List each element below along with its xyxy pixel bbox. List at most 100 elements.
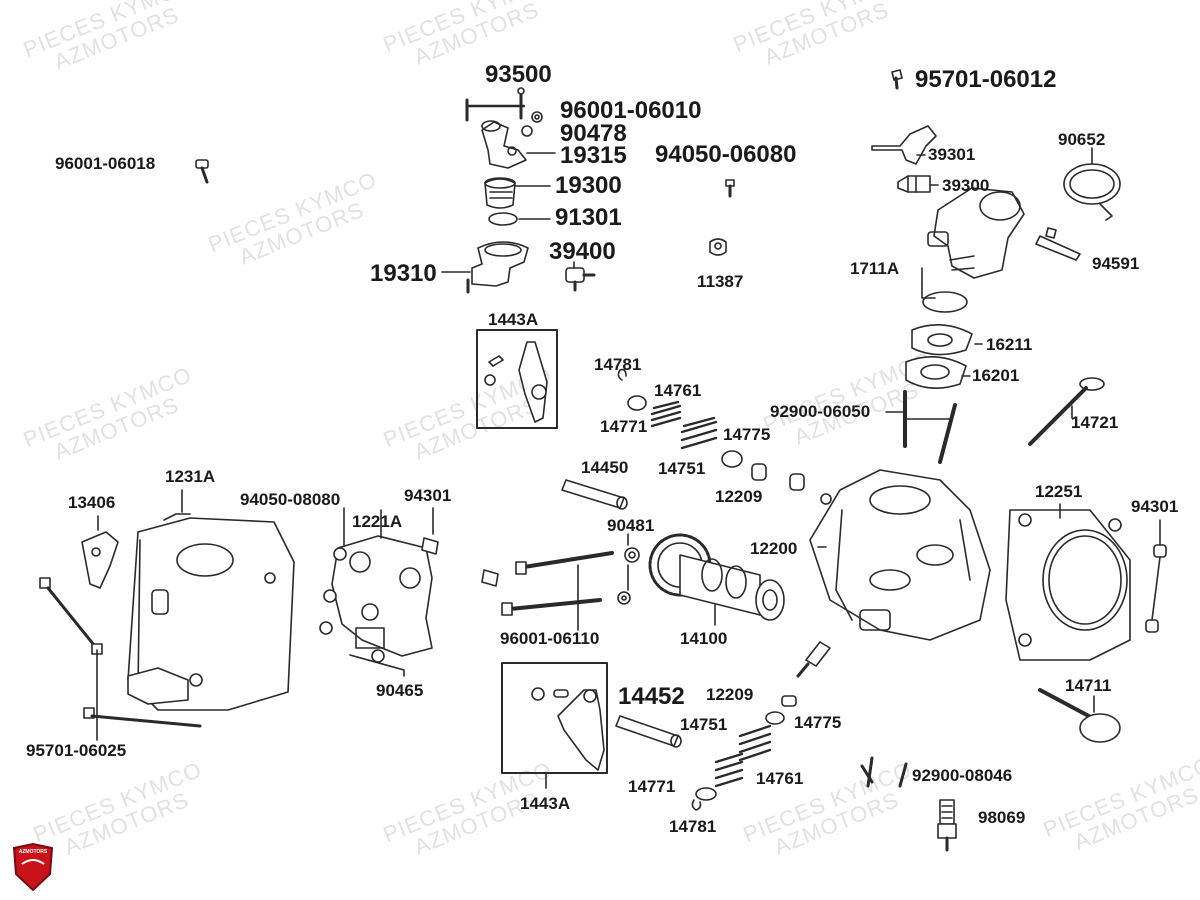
label-92900-08046: 92900-08046 [912,766,1013,785]
label-1711A: 1711A [850,259,900,278]
label-1443A-bottom: 1443A [520,794,571,813]
label-14751-bottom: 14751 [680,715,728,734]
label-14771-bottom: 14771 [628,777,676,796]
label-91301: 91301 [555,204,622,231]
camshaft-14100 [648,533,785,621]
logo-text: AZMOTORS [18,849,48,855]
nut-96001-06010 [531,111,543,123]
label-12209-top: 12209 [715,487,763,506]
label-95701-06012: 95701-06012 [915,66,1057,93]
valve-guide-bottom [796,641,831,678]
label-16211: 16211 [986,335,1033,354]
valve-14721 [1028,377,1105,446]
label-93500: 93500 [485,61,552,88]
label-14761-bottom: 14761 [756,769,804,788]
bolts-96001-06110 [501,551,614,616]
label-14450: 14450 [581,458,629,477]
bracket-13406 [81,531,119,589]
thermostat-housing-19310 [466,241,529,294]
oring-90478 [521,125,533,137]
washer-90481 [617,547,640,605]
head-cover-1231A [127,517,295,711]
label-13406: 13406 [68,493,116,512]
clamp-90652 [1063,163,1121,221]
label-14775-top: 14775 [723,425,771,444]
label-19300: 19300 [555,172,622,199]
label-1221A: 1221A [352,512,403,531]
label-19315: 19315 [560,142,627,169]
label-16201: 16201 [972,366,1020,385]
label-94050-06080: 94050-06080 [655,141,797,168]
label-94591: 94591 [1092,254,1140,273]
label-90478: 90478 [560,120,627,147]
label-12251: 12251 [1035,482,1083,501]
clip-11387 [709,238,727,256]
rocker-shaft-14450 [561,479,628,510]
label-1443A-top: 1443A [488,310,539,329]
studs-92900-08046 [860,756,908,788]
studs-92900-06050 [885,390,957,464]
head-gasket-12251 [1005,509,1131,661]
valve-14711 [1038,688,1121,743]
label-14781-top: 14781 [594,355,642,374]
label-94050-08080: 94050-08080 [240,490,341,509]
label-12200: 12200 [750,539,798,558]
bolt-93500 [465,87,526,122]
label-14721: 14721 [1071,413,1119,432]
dowels-94301-left [421,537,499,587]
label-39400: 39400 [549,238,616,265]
label-14751-top: 14751 [658,459,706,478]
label-14711: 14711 [1065,676,1112,695]
cylinder-head-12200 [809,469,991,641]
label-95701-06025: 95701-06025 [26,741,127,760]
injector-39300 [897,175,931,193]
label-94301-left: 94301 [404,486,452,505]
label-96001-06110: 96001-06110 [500,629,600,648]
label-39300: 39300 [942,176,990,195]
bolt-96001-06018 [195,159,209,184]
label-90465: 90465 [376,681,424,700]
label-39301: 39301 [928,145,976,164]
gasket-16211 [911,324,973,356]
label-14781-bottom: 14781 [669,817,717,836]
label-12209-bottom: 12209 [706,685,754,704]
label-14100: 14100 [680,629,728,648]
nuts-94050-08080 [319,547,385,663]
rocker-arm-1443A-bottom [531,687,605,771]
intake-manifold-1711A [922,187,1025,313]
thermostat-19300 [484,177,516,209]
label-92900-06050: 92900-06050 [770,402,871,421]
gasket-91301 [488,212,518,226]
label-90481: 90481 [607,516,655,535]
rocker-shaft-14452 [615,715,682,748]
label-14452: 14452 [618,683,685,710]
azmotors-logo [12,842,54,892]
spark-plug-98069 [937,799,957,852]
label-94301-right: 94301 [1131,497,1179,516]
cam-holder-1221A [331,535,433,657]
valve-parts-top [617,368,832,505]
label-96001-06018: 96001-06018 [55,154,156,173]
sensor-39400 [565,267,596,292]
valve-parts-bottom [691,695,797,811]
dowels-94301-right [1145,519,1167,633]
clip-94591 [1035,227,1081,261]
label-14771-top: 14771 [600,417,648,436]
rocker-arm-1443A-top [484,341,548,423]
label-90652: 90652 [1058,130,1106,149]
thermostat-cover-19315 [481,120,527,169]
bolt-94050-06080 [725,179,735,198]
label-1231A: 1231A [165,467,216,486]
label-19310: 19310 [370,260,437,287]
insulator-16201 [905,356,967,389]
label-98069: 98069 [978,808,1026,827]
label-14761-top: 14761 [654,381,702,400]
injector-holder-39301 [871,125,937,165]
label-96001-06010: 96001-06010 [560,97,702,124]
label-11387: 11387 [697,272,744,291]
bolts-95701-06025 [39,577,202,741]
label-14775-bottom: 14775 [794,713,842,732]
bolt-95701-06012 [891,69,903,90]
